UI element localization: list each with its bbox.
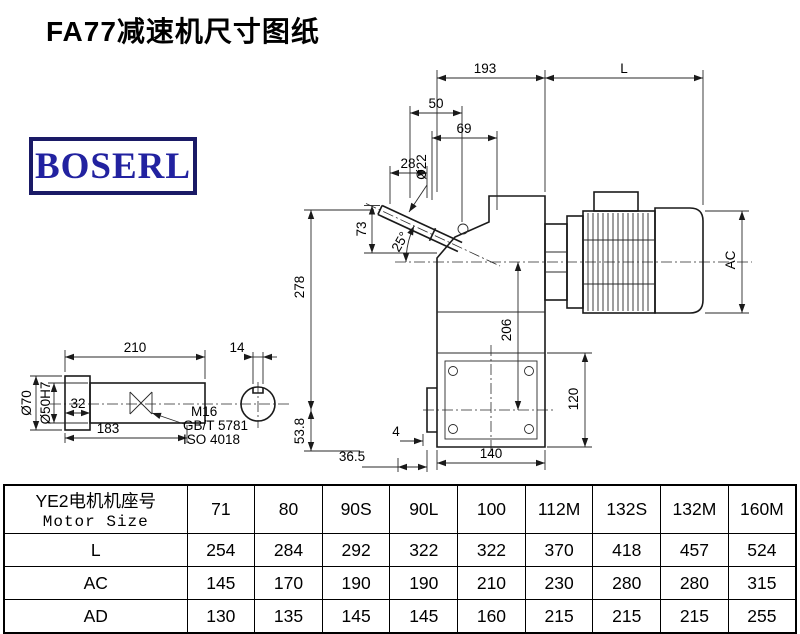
- table-cell: 130: [186, 599, 256, 634]
- boserl-logo: BOSERL: [29, 137, 197, 195]
- table-cell-size: 160M: [727, 484, 797, 534]
- bolt-hole: [524, 424, 534, 434]
- table-cell: 292: [321, 533, 391, 567]
- shaft-detail: [64, 375, 276, 431]
- table-cell: 215: [592, 599, 662, 634]
- table-cell-size: 90L: [389, 484, 459, 534]
- dim-dia50h7: Ø50H7: [38, 382, 53, 425]
- dim-193: 193: [474, 61, 497, 76]
- motor-fins: [587, 213, 649, 311]
- table-cell: 145: [389, 599, 459, 634]
- bolt-hole: [524, 366, 534, 376]
- table-cell-size: 132S: [592, 484, 662, 534]
- dim-120: 120: [566, 388, 581, 411]
- table-cell: 145: [321, 599, 391, 634]
- table-cell-size: 71: [186, 484, 256, 534]
- bolt-hole: [448, 366, 458, 376]
- dim-14: 14: [229, 340, 245, 355]
- label-iso4018: ISO 4018: [183, 432, 240, 447]
- table-cell: 145: [186, 566, 256, 600]
- flange-hole: [457, 223, 469, 235]
- label-gbt5781: GB/T 5781: [183, 418, 248, 433]
- gearbox-dimension-drawing: 193 L 50 69 Ø22 28 73 25° 278 53.8 206 1…: [19, 61, 752, 472]
- motor-size-label-en: Motor Size: [42, 513, 149, 531]
- dim-50: 50: [428, 96, 443, 111]
- table-cell-size: 90S: [321, 484, 391, 534]
- table-header-row: YE2电机机座号 Motor Size 71 80 90S 90L 100 11…: [3, 484, 797, 534]
- table-row-label: L: [3, 533, 188, 567]
- dim-278: 278: [292, 276, 307, 299]
- gearbox-housing: [377, 195, 546, 448]
- table-cell: 315: [727, 566, 797, 600]
- table-cell: 230: [524, 566, 594, 600]
- dim-4: 4: [392, 424, 400, 439]
- dim-183: 183: [97, 421, 120, 436]
- table-cell: 322: [389, 533, 459, 567]
- table-cell-size: 132M: [660, 484, 729, 534]
- table-cell: 322: [457, 533, 526, 567]
- motor-dimension-table: YE2电机机座号 Motor Size 71 80 90S 90L 100 11…: [3, 484, 797, 634]
- table-cell: 457: [660, 533, 729, 567]
- table-cell: 190: [389, 566, 459, 600]
- dim-73: 73: [354, 221, 369, 236]
- table-header-motor-size: YE2电机机座号 Motor Size: [3, 484, 188, 534]
- table-row-label: AD: [3, 599, 188, 634]
- table-cell: 255: [727, 599, 797, 634]
- dim-AC: AC: [723, 250, 738, 269]
- dim-69: 69: [456, 121, 471, 136]
- motor: [544, 191, 704, 314]
- table-row-AD: AD 130 135 145 145 160 215 215 215 255: [3, 599, 797, 634]
- table-cell: 135: [254, 599, 323, 634]
- table-cell: 284: [254, 533, 323, 567]
- table-cell-size: 100: [457, 484, 526, 534]
- dimension-labels: 193 L 50 69 Ø22 28 73 25° 278 53.8 206 1…: [19, 61, 738, 464]
- table-cell: 190: [321, 566, 391, 600]
- dim-206: 206: [499, 319, 514, 342]
- table-cell: 418: [592, 533, 662, 567]
- thread-hole-cross: [129, 391, 153, 415]
- table-cell: 215: [660, 599, 729, 634]
- motor-size-label-cn: YE2电机机座号: [35, 491, 157, 511]
- dim-dia70: Ø70: [19, 390, 34, 416]
- table-cell: 370: [524, 533, 594, 567]
- table-cell: 210: [457, 566, 526, 600]
- detail-lines: [129, 213, 655, 440]
- extension-lines: [30, 70, 749, 472]
- dim-140: 140: [480, 446, 503, 461]
- dim-53-8: 53.8: [292, 418, 307, 444]
- bolt-hole: [448, 424, 458, 434]
- table-cell: 524: [727, 533, 797, 567]
- table-row-L: L 254 284 292 322 322 370 418 457 524: [3, 533, 797, 567]
- dim-angle-25: 25°: [389, 229, 412, 254]
- dimension-lines: [32, 74, 746, 471]
- page-title: FA77减速机尺寸图纸: [46, 16, 320, 47]
- table-cell: 215: [524, 599, 594, 634]
- dim-dia22: Ø22: [414, 154, 429, 180]
- dim-210: 210: [124, 340, 147, 355]
- label-m16: M16: [191, 404, 217, 419]
- dim-28: 28: [400, 156, 415, 171]
- table-cell: 280: [592, 566, 662, 600]
- table-row-label: AC: [3, 566, 188, 600]
- dim-36-5: 36.5: [339, 449, 365, 464]
- table-cell: 170: [254, 566, 323, 600]
- table-cell: 254: [186, 533, 256, 567]
- table-row-AC: AC 145 170 190 190 210 230 280 280 315: [3, 566, 797, 600]
- boserl-logo-text: BOSERL: [34, 145, 192, 187]
- table-cell: 280: [660, 566, 729, 600]
- dim-L: L: [620, 61, 628, 76]
- table-cell: 160: [457, 599, 526, 634]
- dim-32: 32: [70, 396, 85, 411]
- table-cell-size: 112M: [524, 484, 594, 534]
- table-cell-size: 80: [254, 484, 323, 534]
